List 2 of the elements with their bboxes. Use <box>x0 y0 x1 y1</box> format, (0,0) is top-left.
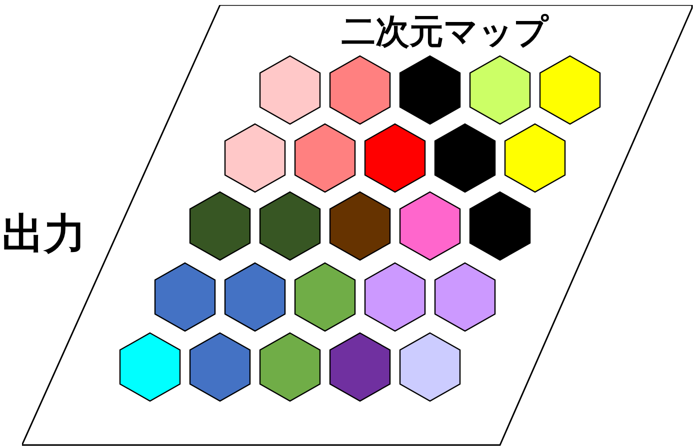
output-label: 出力 <box>2 208 86 260</box>
map-title: 二次元マップ <box>340 11 550 54</box>
